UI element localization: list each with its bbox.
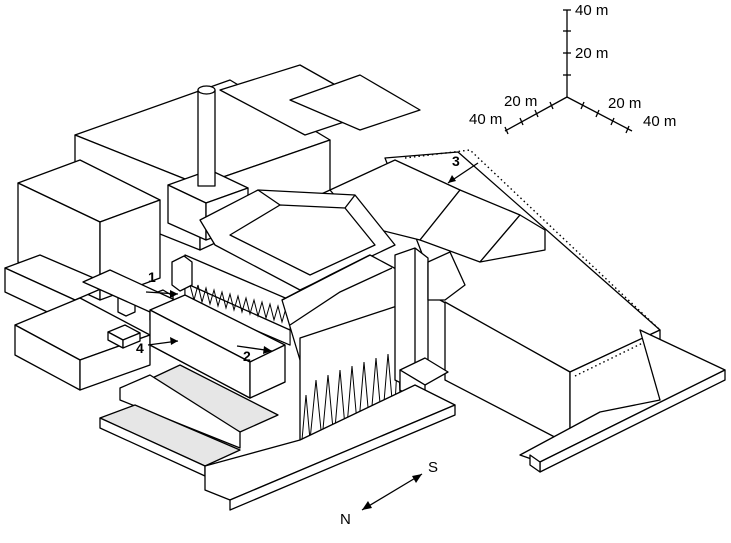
compass-north: N <box>340 511 351 528</box>
plant-buildings <box>4 64 726 511</box>
scale-vertical-40m: 40 m <box>575 2 608 19</box>
scale-right-40m: 40 m <box>643 113 676 130</box>
scale-vertical-20m: 20 m <box>575 45 608 62</box>
compass: S N <box>340 459 438 528</box>
marker-3: 3 <box>452 153 460 169</box>
chimney <box>197 89 216 187</box>
marker-4: 4 <box>136 340 144 356</box>
scale-left-40m: 40 m <box>469 111 502 128</box>
scale-left-20m: 20 m <box>504 93 537 110</box>
location-markers: 1 2 3 4 <box>136 153 479 364</box>
scale-right-20m: 20 m <box>608 95 641 112</box>
marker-2: 2 <box>243 348 251 364</box>
marker-1: 1 <box>148 269 156 285</box>
scale-axes: 40 m 20 m 20 m 40 m 20 m 40 m <box>469 2 676 135</box>
compass-south: S <box>428 459 438 476</box>
